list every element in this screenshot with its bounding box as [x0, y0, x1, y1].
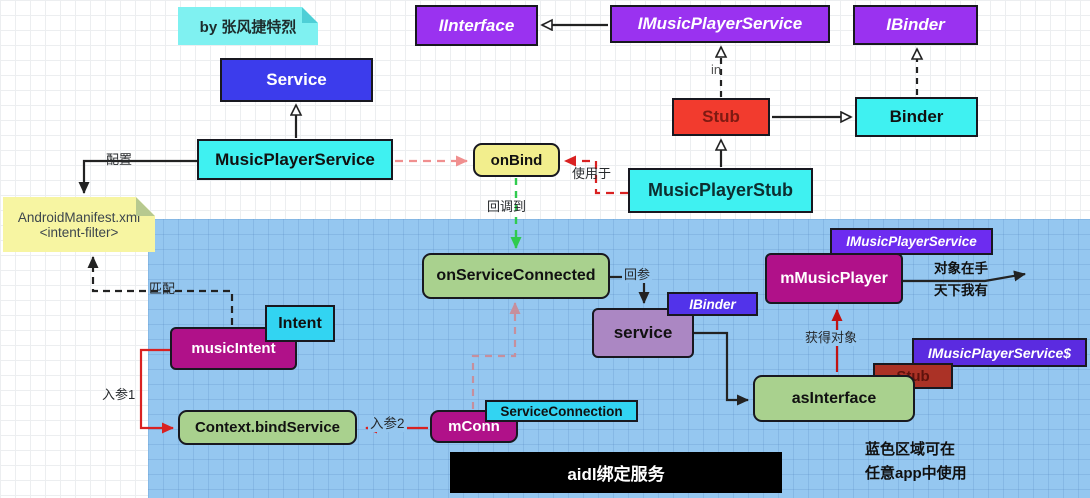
- label-ibinder-type: IBinder: [667, 292, 758, 316]
- node-music-player-stub: MusicPlayerStub: [628, 168, 813, 213]
- aidl-banner-title: aidl绑定服务: [450, 452, 782, 493]
- slogan-text: 对象在手 天下我有: [934, 258, 988, 302]
- edge-label-param1: 入参1: [102, 387, 136, 402]
- author-note: by 张风捷特烈: [178, 7, 318, 45]
- manifest-note-line1: AndroidManifest.xml: [17, 209, 141, 225]
- label-imusic-player-service-dollar: IMusicPlayerService$: [912, 338, 1087, 367]
- edge-label-configure: 配置: [106, 152, 133, 167]
- node-service-class: Service: [220, 58, 373, 102]
- node-service-param: service: [592, 308, 694, 358]
- node-on-bind: onBind: [473, 143, 560, 177]
- edge-label-in: in: [711, 62, 722, 77]
- node-context-bind-service: Context.bindService: [178, 410, 357, 445]
- edge-label-used-by: 使用于: [572, 166, 612, 181]
- label-service-connection-type: ServiceConnection: [485, 400, 638, 422]
- edge-label-match: 匹配: [149, 281, 176, 296]
- node-binder: Binder: [855, 97, 978, 137]
- node-iinterface: IInterface: [415, 5, 538, 46]
- android-manifest-note: AndroidManifest.xml <intent-filter>: [3, 197, 155, 252]
- slogan-line1: 对象在手: [934, 261, 988, 276]
- blue-region-footnote: 蓝色区域可在 任意app中使用: [865, 438, 967, 486]
- edge-label-return-param: 回参: [622, 267, 653, 283]
- edge-label-param2: 入参2: [368, 416, 407, 433]
- label-imusic-player-service-type: IMusicPlayerService: [830, 228, 993, 255]
- note-fold-corner: [302, 7, 318, 23]
- arrow-configure-manifest: [78, 159, 197, 194]
- node-as-interface: asInterface: [753, 375, 915, 422]
- edge-label-get-object: 获得对象: [803, 330, 860, 346]
- node-ibinder: IBinder: [853, 5, 978, 45]
- slogan-line2: 天下我有: [934, 283, 988, 298]
- footnote-line2: 任意app中使用: [865, 465, 967, 482]
- node-music-player-service: MusicPlayerService: [197, 139, 393, 180]
- node-on-service-connected: onServiceConnected: [422, 253, 610, 299]
- node-stub: Stub: [672, 98, 770, 136]
- label-intent-type: Intent: [265, 305, 335, 342]
- author-note-text: by 张风捷特烈: [199, 18, 297, 36]
- node-imusic-player-service: IMusicPlayerService: [610, 5, 830, 43]
- edge-label-callback-to: 回调到: [487, 199, 527, 214]
- note-fold-corner: [136, 197, 155, 216]
- node-m-music-player: mMusicPlayer: [765, 253, 903, 304]
- manifest-note-line2: <intent-filter>: [39, 224, 119, 240]
- footnote-line1: 蓝色区域可在: [865, 441, 956, 458]
